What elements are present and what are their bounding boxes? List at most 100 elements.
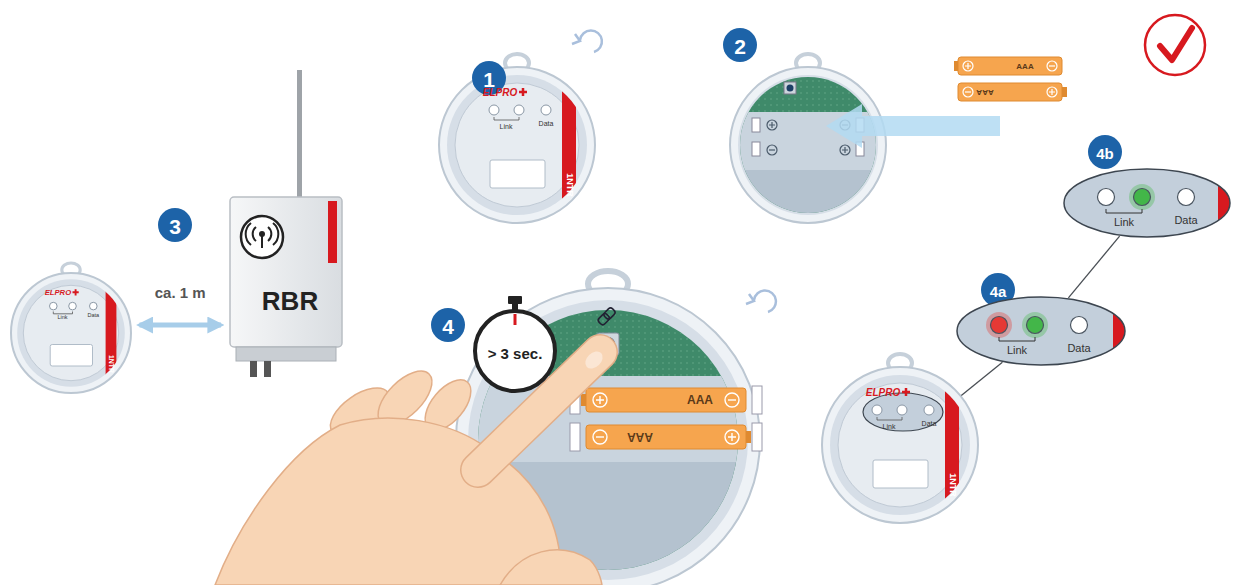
led-label: Link [500,123,513,130]
callout-number: 2 [734,36,746,57]
led-callout: LinkData [1062,167,1232,239]
led-callout: LinkData [955,295,1127,367]
logger-open-part [752,423,762,451]
logger-open-part-part [593,430,607,444]
battery-part [963,61,1057,97]
connector [140,323,222,328]
callout-number: 1 [483,69,495,90]
battery-type: AAA [687,394,713,406]
logo-text: ELPRO [45,289,71,297]
logger-open-part [730,70,890,230]
radio-base-receiver: RBR [228,195,346,380]
logger-open-part [787,85,794,92]
battery-part-part [963,87,973,97]
logger-open-part [752,142,760,156]
data-logger: ELPROLinkData1NTR [820,335,985,535]
logger-open-part-part [730,170,890,230]
data-logger-shape-part [23,285,118,380]
model-label: 1NTR [948,473,957,497]
logger-open-part [570,423,580,451]
led-callout-shape-part [1022,312,1048,338]
logo-text: ELPRO [866,388,900,398]
data-logger-shape-part [838,383,962,507]
battery-part-part [965,91,971,92]
led-label: Data [87,313,99,319]
led-callout-shape-part [1027,317,1044,334]
led-callout-shape [955,295,1127,367]
logger-open-part [752,386,762,414]
logger-open [730,54,890,230]
led-label: Link [57,316,67,322]
data-logger-shape-part [945,360,959,530]
check-mark-part [1145,15,1205,75]
logger-front-part [580,30,602,52]
data-logger-shape-part [69,302,77,310]
logger-open-part [754,290,776,312]
logger-front-part [494,117,519,120]
data-logger-shape-part [924,405,934,415]
logger-open-part-part [593,393,607,407]
logger-front [439,30,602,230]
battery-part-part [965,63,971,69]
data-logger-shape-part [877,417,902,420]
logger-front-part [562,60,576,230]
logger-front-part [519,88,527,96]
battery-part [958,57,1062,75]
led-label: Data [922,420,937,427]
battery-part-part [1049,89,1055,95]
led-callout-shape-part [1098,189,1115,206]
radio-base-receiver-shape-part [230,197,342,347]
led-callout-shape-part [1071,317,1088,334]
data-logger-shape-part [872,405,882,415]
duration-text: > 3 sec. [488,346,543,361]
hand-part [500,550,602,585]
data-logger-shape-part [902,388,910,396]
led-callout-shape-part [999,337,1035,341]
led-callout-shape-part [1113,295,1129,367]
battery [954,57,1067,101]
data-logger-shape-part [873,460,928,488]
battery-part-part [1047,61,1057,71]
hand [215,348,606,585]
callout-circle [158,208,192,242]
logger-open-part [586,388,746,412]
logger-open-part [752,118,760,132]
led-callout-shape [1062,167,1232,239]
logger-open-part [746,294,754,304]
battery-part-part [1047,87,1057,97]
logger-open-part-part [725,393,739,407]
radio-base-receiver-shape-part [328,201,337,263]
logger-open-part-part [596,396,604,404]
battery-type: AAA [976,88,993,96]
battery-part [958,83,1062,101]
logger-open-part [784,82,796,94]
callout-number: 4 [442,316,454,337]
battery-part-part [963,61,973,71]
led-callout-shape-part [1064,169,1230,237]
callout-number: 4a [990,284,1007,299]
radio-base-receiver-shape-part [264,361,271,377]
led-callout-shape-part [957,297,1125,365]
logger-open-part-part [730,70,890,115]
callout-circle [723,28,757,62]
led-callout-shape-part [991,317,1008,334]
led-callout-shape-part [1106,209,1142,213]
battery-type: AAA [627,431,653,443]
data-logger-shape-part [106,268,117,399]
model-label: 1NTR [565,173,574,197]
logger-front-part [572,34,580,44]
led-callout-shape-part [986,312,1012,338]
led-callout-shape-part [1178,189,1195,206]
data-logger-shape-part [50,302,58,310]
callout-circle [472,61,506,95]
logger-open-part-part [596,436,604,437]
led-callout-shape-part [957,297,1125,365]
led-callout-shape-part [1064,169,1230,237]
connector [1068,236,1119,298]
radio-base-receiver-shape-part [261,236,263,248]
logger-front-part [490,160,545,188]
logo-text: ELPRO [483,88,517,98]
data-logger-shape-part [863,393,943,431]
